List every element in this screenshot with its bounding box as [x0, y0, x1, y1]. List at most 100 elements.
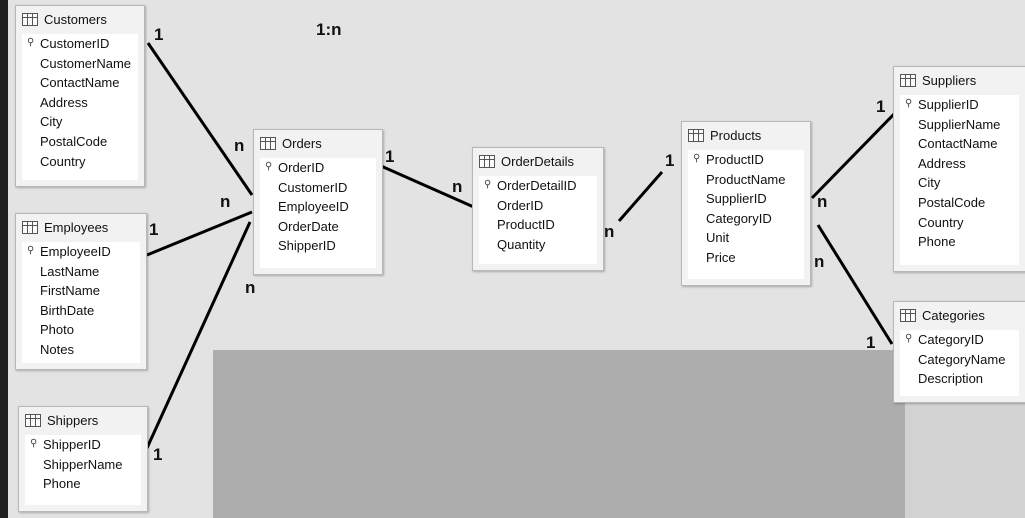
table-employees[interactable]: Employees ⚲EmployeeID LastName FirstName… — [15, 213, 147, 370]
cardinality-one-employees: 1 — [149, 220, 159, 239]
table-shippers[interactable]: Shippers ⚲ShipperID ShipperName Phone — [18, 406, 148, 512]
table-categories[interactable]: Categories ⚲CategoryID CategoryName Desc… — [893, 301, 1025, 403]
table-icon — [900, 73, 916, 87]
table-products[interactable]: Products ⚲ProductID ProductName Supplier… — [681, 121, 811, 286]
field-list: ⚲SupplierID SupplierName ContactName Add… — [900, 95, 1019, 265]
table-title: Orders — [282, 135, 322, 151]
table-title: Customers — [44, 11, 107, 27]
primary-key-icon: ⚲ — [27, 245, 35, 256]
cardinality-many-customers-orders: n — [234, 136, 245, 155]
cardinality-one-products: 1 — [665, 151, 675, 170]
field-shipperid[interactable]: ShipperID — [278, 238, 336, 254]
empty-gray-area — [213, 350, 905, 518]
cardinality-many-orderdetails: n — [452, 177, 463, 196]
field-shippername[interactable]: ShipperName — [43, 456, 123, 472]
field-country[interactable]: Country — [918, 214, 964, 230]
field-orderid[interactable]: OrderID — [497, 197, 544, 213]
field-city[interactable]: City — [918, 175, 941, 191]
field-productid[interactable]: ProductID — [497, 217, 555, 233]
relationship-line-customers-orders[interactable] — [146, 42, 254, 196]
relationship-line-employees-orders[interactable] — [146, 210, 253, 257]
field-birthdate[interactable]: BirthDate — [40, 302, 95, 318]
field-supplierid[interactable]: SupplierID — [706, 191, 767, 207]
primary-key-icon: ⚲ — [27, 37, 35, 48]
cardinality-one-orders: 1 — [385, 147, 395, 166]
field-supplierid[interactable]: ⚲SupplierID — [905, 97, 979, 112]
cardinality-one-categories: 1 — [866, 333, 876, 352]
field-productname[interactable]: ProductName — [706, 171, 786, 187]
relationship-line-shippers-orders[interactable] — [145, 221, 252, 449]
field-list: ⚲OrderID CustomerID EmployeeID OrderDate… — [260, 158, 376, 268]
diagram-title: 1:n — [316, 20, 342, 39]
field-list: ⚲ProductID ProductName SupplierID Catego… — [688, 150, 804, 279]
field-customerid[interactable]: CustomerID — [278, 179, 348, 195]
field-list: ⚲ShipperID ShipperName Phone — [25, 435, 141, 505]
field-description[interactable]: Description — [918, 371, 984, 387]
primary-key-icon: ⚲ — [30, 438, 38, 449]
field-unit[interactable]: Unit — [706, 230, 730, 246]
field-shipperid[interactable]: ⚲ShipperID — [30, 437, 101, 452]
field-employeeid[interactable]: EmployeeID — [278, 199, 349, 215]
field-orderid[interactable]: ⚲OrderID — [265, 160, 325, 175]
field-firstname[interactable]: FirstName — [40, 283, 100, 299]
primary-key-icon: ⚲ — [905, 98, 913, 109]
field-photo[interactable]: Photo — [40, 322, 74, 338]
cardinality-one-suppliers: 1 — [876, 97, 886, 116]
cardinality-many-employees-orders: n — [220, 192, 231, 211]
relationship-line-products-orderdetails[interactable] — [617, 171, 664, 222]
table-icon — [688, 128, 704, 142]
relationship-line-orders-orderdetails[interactable] — [380, 164, 477, 210]
field-quantity[interactable]: Quantity — [497, 236, 546, 252]
field-phone[interactable]: Phone — [918, 234, 956, 250]
table-title: Suppliers — [922, 72, 977, 88]
primary-key-icon: ⚲ — [265, 161, 273, 172]
table-icon — [25, 413, 41, 427]
field-city[interactable]: City — [40, 114, 63, 130]
primary-key-icon: ⚲ — [693, 153, 701, 164]
table-title: Categories — [922, 307, 985, 323]
cardinality-one-shippers: 1 — [153, 445, 163, 464]
field-price[interactable]: Price — [706, 249, 736, 265]
field-customername[interactable]: CustomerName — [40, 55, 132, 71]
field-address[interactable]: Address — [40, 94, 88, 110]
relationship-line-categories-products[interactable] — [816, 224, 894, 345]
cardinality-many-products-suppliers: n — [817, 192, 828, 211]
field-employeeid[interactable]: ⚲EmployeeID — [27, 244, 111, 259]
field-categoryid[interactable]: CategoryID — [706, 210, 772, 226]
table-icon — [22, 12, 38, 26]
field-country[interactable]: Country — [40, 153, 86, 169]
relationship-line-suppliers-products[interactable] — [810, 110, 898, 200]
table-suppliers[interactable]: Suppliers ⚲SupplierID SupplierName Conta… — [893, 66, 1025, 272]
field-orderdate[interactable]: OrderDate — [278, 218, 339, 234]
field-list: ⚲CustomerID CustomerName ContactName Add… — [22, 34, 138, 180]
primary-key-icon: ⚲ — [905, 333, 913, 344]
field-orderdetailid[interactable]: ⚲OrderDetailID — [484, 178, 577, 193]
table-icon — [479, 154, 495, 168]
table-orderdetails[interactable]: OrderDetails ⚲OrderDetailID OrderID Prod… — [472, 147, 604, 271]
field-suppliername[interactable]: SupplierName — [918, 116, 1001, 132]
field-lastname[interactable]: LastName — [40, 263, 100, 279]
table-icon — [900, 308, 916, 322]
diagram-canvas — [8, 0, 1025, 518]
cardinality-many-shippers-orders: n — [245, 278, 256, 297]
cardinality-many-products-categories: n — [814, 252, 825, 271]
field-contactname[interactable]: ContactName — [918, 136, 998, 152]
table-title: Employees — [44, 219, 109, 235]
table-title: OrderDetails — [501, 153, 574, 169]
field-notes[interactable]: Notes — [40, 341, 74, 357]
field-address[interactable]: Address — [918, 155, 966, 171]
field-productid[interactable]: ⚲ProductID — [693, 152, 764, 167]
field-contactname[interactable]: ContactName — [40, 75, 120, 91]
table-orders[interactable]: Orders ⚲OrderID CustomerID EmployeeID Or… — [253, 129, 383, 275]
field-customerid[interactable]: ⚲CustomerID — [27, 36, 110, 51]
field-postalcode[interactable]: PostalCode — [40, 133, 108, 149]
field-list: ⚲EmployeeID LastName FirstName BirthDate… — [22, 242, 140, 363]
table-icon — [22, 220, 38, 234]
field-phone[interactable]: Phone — [43, 476, 81, 492]
field-categoryname[interactable]: CategoryName — [918, 351, 1006, 367]
field-postalcode[interactable]: PostalCode — [918, 194, 986, 210]
field-categoryid[interactable]: ⚲CategoryID — [905, 332, 984, 347]
table-customers[interactable]: Customers ⚲CustomerID CustomerName Conta… — [15, 5, 145, 187]
field-list: ⚲CategoryID CategoryName Description — [900, 330, 1019, 396]
